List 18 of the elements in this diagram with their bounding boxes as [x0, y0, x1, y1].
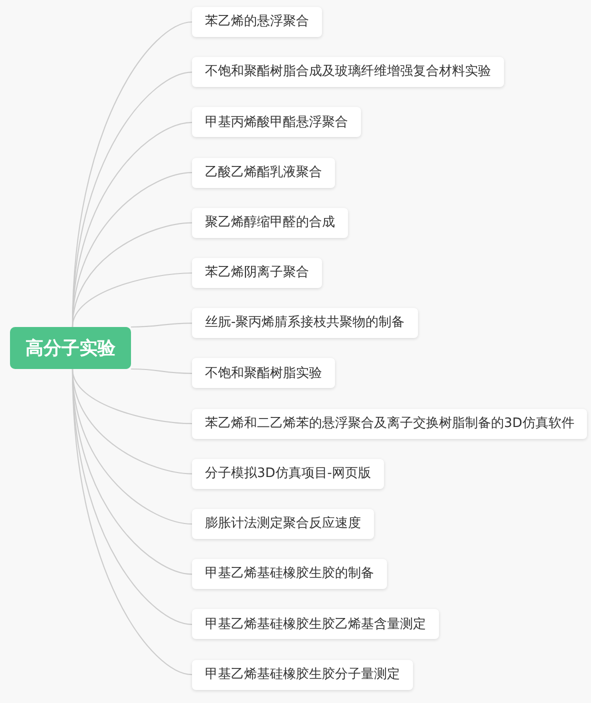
topic-box: 丝朊-聚丙烯腈系接枝共聚物的制备	[192, 308, 418, 338]
connector-line	[72, 272, 192, 328]
connector-line	[131, 322, 192, 328]
topic-box: 聚乙烯醇缩甲醛的合成	[192, 208, 348, 238]
topic-box: 甲基乙烯基硅橡胶生胶乙烯基含量测定	[192, 609, 439, 640]
topic-box: 甲基丙烯酸甲酯悬浮聚合	[192, 107, 361, 138]
topic-box: 苯乙烯和二乙烯苯的悬浮聚合及离子交换树脂制备的3D仿真软件	[192, 408, 588, 439]
topic-box: 甲基乙烯基硅橡胶生胶分子量测定	[192, 660, 413, 690]
topic-box: 分子模拟3D仿真项目-网页版	[192, 458, 384, 489]
topic-box: 乙酸乙烯酯乳液聚合	[192, 158, 335, 188]
topic-box: 膨胀计法测定聚合反应速度	[192, 509, 374, 539]
connector-line	[131, 368, 192, 374]
topic-box: 苯乙烯阴离子聚合	[192, 258, 322, 288]
root-topic-box: 高分子实验	[10, 327, 131, 369]
topic-box: 不饱和聚酯树脂合成及玻璃纤维增强复合材料实验	[192, 57, 504, 88]
topic-box: 不饱和聚酯树脂实验	[192, 358, 335, 388]
topic-box: 甲基乙烯基硅橡胶生胶的制备	[192, 559, 387, 590]
topic-box: 苯乙烯的悬浮聚合	[192, 7, 322, 37]
